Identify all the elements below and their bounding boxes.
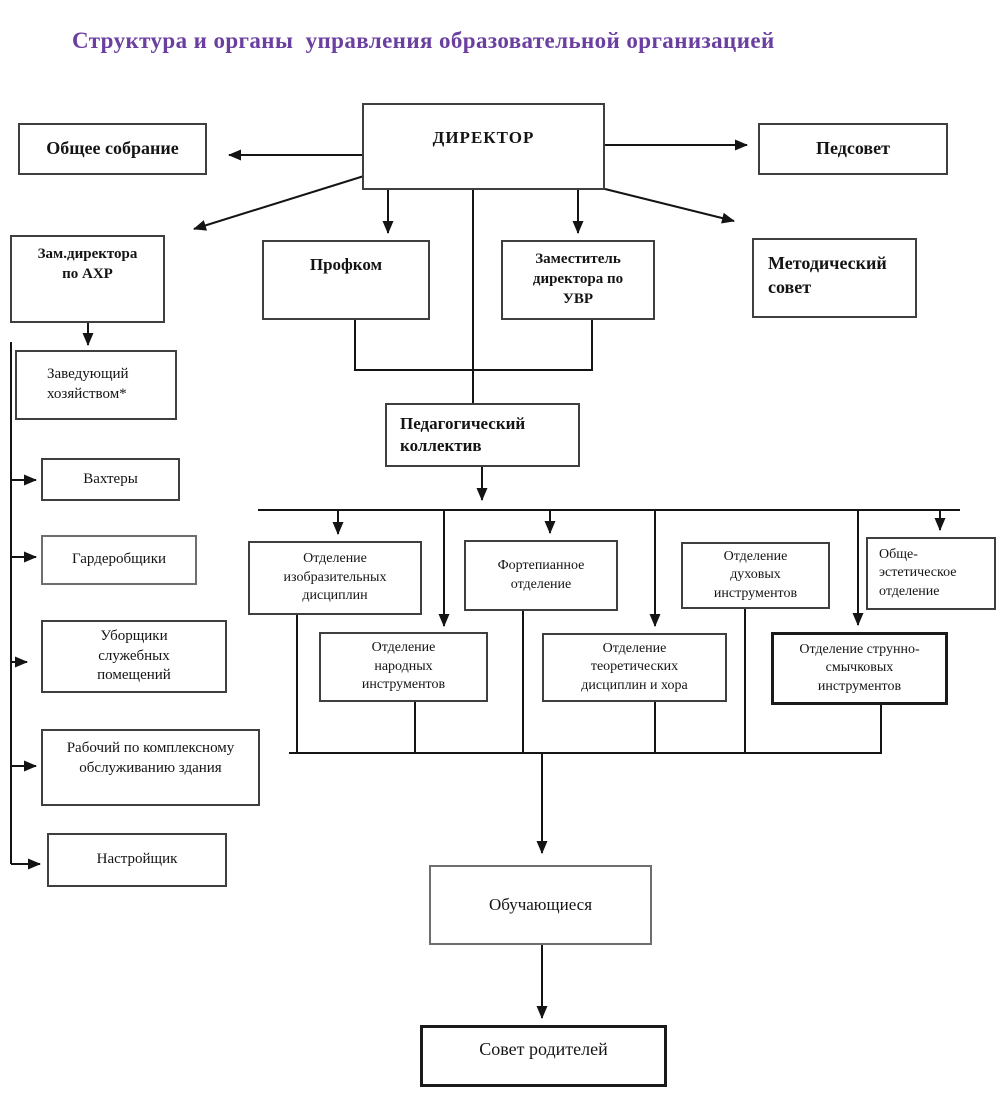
node-dept-theory: Отделение теоретических дисциплин и хора xyxy=(542,633,727,702)
node-dept-aesthetic: Обще- эстетическое отделение xyxy=(866,537,996,610)
node-director: ДИРЕКТОР xyxy=(362,103,605,190)
node-deputy-uvr: Заместитель директора по УВР xyxy=(501,240,655,320)
node-cleaners: Уборщики служебных помещений xyxy=(41,620,227,693)
node-watchmen: Вахтеры xyxy=(41,458,180,501)
node-profkom: Профком xyxy=(262,240,430,320)
node-students: Обучающиеся xyxy=(429,865,652,945)
node-deputy-ahr: Зам.директора по АХР xyxy=(10,235,165,323)
node-tuner: Настройщик xyxy=(47,833,227,887)
node-general-meeting: Общее собрание xyxy=(18,123,207,175)
node-dept-wind: Отделение духовых инструментов xyxy=(681,542,830,609)
node-dept-piano: Фортепианное отделение xyxy=(464,540,618,611)
node-ped-collective: Педагогический коллектив xyxy=(385,403,580,467)
node-parents-council: Совет родителей xyxy=(420,1025,667,1087)
node-housekeeper: Заведующий хозяйством* xyxy=(15,350,177,420)
node-method-council: Методический совет xyxy=(752,238,917,318)
node-ped-council: Педсовет xyxy=(758,123,948,175)
node-maintenance: Рабочий по комплексному обслуживанию зда… xyxy=(41,729,260,806)
node-dept-folk: Отделение народных инструментов xyxy=(319,632,488,702)
node-dept-strings: Отделение струнно- смычковых инструменто… xyxy=(771,632,948,705)
node-dept-fine-arts: Отделение изобразительных дисциплин xyxy=(248,541,422,615)
node-cloakroom: Гардеробщики xyxy=(41,535,197,585)
page-title: Структура и органы управления образовате… xyxy=(72,28,775,53)
